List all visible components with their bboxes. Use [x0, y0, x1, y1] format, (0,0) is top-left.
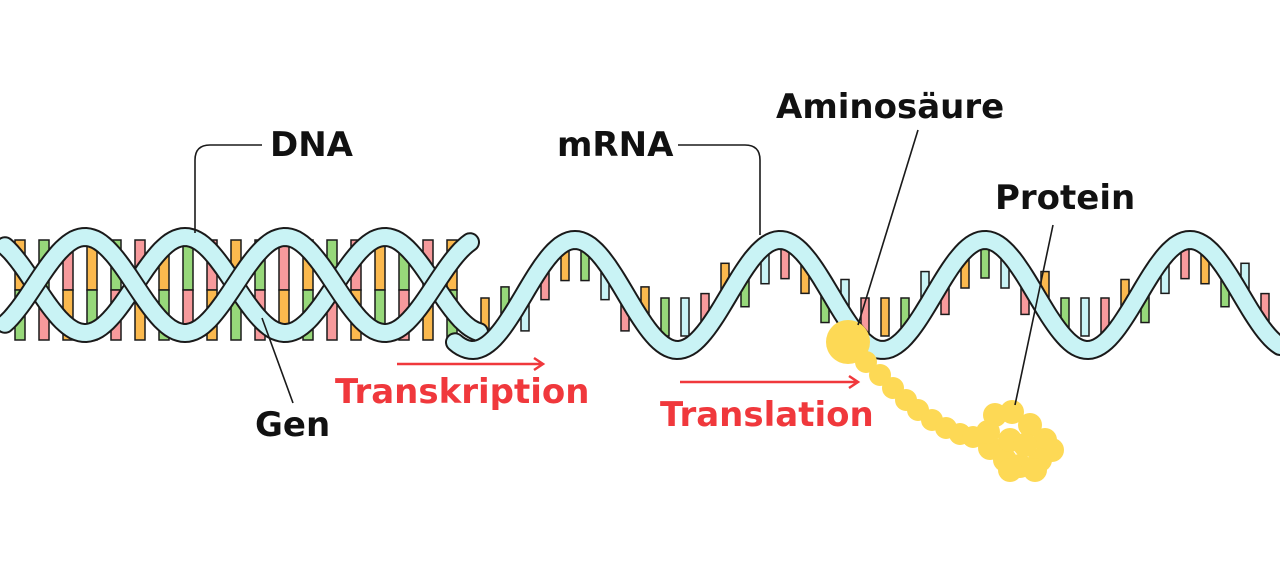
protein-chain: [826, 320, 1064, 482]
amino-acid-label: Aminosäure: [776, 87, 1005, 127]
dna-label: DNA: [270, 125, 353, 165]
mrna-label: mRNA: [557, 125, 674, 165]
mrna-base: [1080, 297, 1090, 337]
mrna-bracket-line: [678, 144, 761, 235]
protein-fold-bead: [998, 458, 1022, 482]
mrna-base: [880, 297, 890, 337]
transcription-arrow: [397, 356, 546, 372]
mrna-base: [660, 297, 670, 337]
translation-arrow: [680, 374, 861, 390]
gene-label: Gen: [255, 405, 331, 445]
protein-leader-line: [1014, 224, 1054, 406]
amino-acid-leader-line: [857, 129, 919, 326]
protein-fold-bead: [1013, 433, 1037, 457]
protein-fold-bead: [1023, 458, 1047, 482]
dna-bracket-line: [194, 144, 262, 233]
amino-acid-bead: [826, 320, 870, 364]
gene-leader-line: [261, 317, 294, 404]
dna-strand-2: [0, 228, 478, 342]
protein-label: Protein: [995, 178, 1136, 218]
transcription-label: Transkription: [335, 372, 590, 412]
dna-strand-1: [0, 228, 487, 342]
protein-fold-bead: [1000, 400, 1024, 424]
amino-acid-bead: [855, 351, 877, 373]
translation-label: Translation: [660, 395, 874, 435]
mrna-base: [680, 297, 690, 337]
protein-fold-bead: [1018, 413, 1042, 437]
protein-fold-bead: [976, 420, 1000, 444]
process-arrows: [397, 356, 861, 390]
leader-lines: [194, 129, 1054, 406]
